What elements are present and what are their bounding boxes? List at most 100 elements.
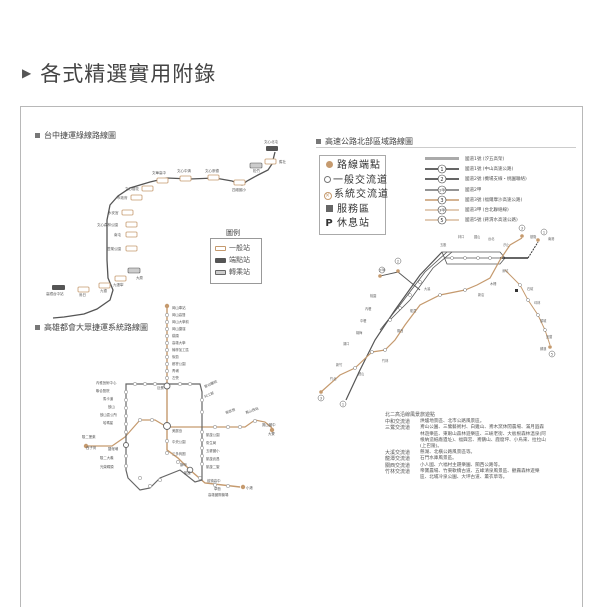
interchange-circle-icon bbox=[324, 175, 331, 183]
route-legend-row: 3 國道3號 (福爾摩沙高速公路) bbox=[425, 195, 527, 205]
legend-general-interchange: 一般交流道 bbox=[324, 174, 387, 189]
svg-text:橋頭: 橋頭 bbox=[172, 333, 179, 338]
svg-text:宜蘭: 宜蘭 bbox=[546, 334, 552, 339]
svg-text:獅甲: 獅甲 bbox=[180, 462, 187, 467]
section-title-taichung: 台中捷運綠線路線圖 bbox=[35, 130, 116, 141]
svg-text:2: 2 bbox=[397, 260, 399, 264]
svg-text:楠梓加工區: 楠梓加工區 bbox=[172, 347, 190, 352]
svg-text:哈瑪星: 哈瑪星 bbox=[103, 420, 114, 425]
svg-text:高雄大學: 高雄大學 bbox=[172, 340, 186, 345]
svg-text:岡山捷運: 岡山捷運 bbox=[172, 326, 186, 331]
svg-text:大慶: 大慶 bbox=[136, 275, 143, 280]
svg-text:新店: 新店 bbox=[478, 292, 484, 297]
svg-text:高雄國際機場: 高雄國際機場 bbox=[208, 492, 229, 497]
svg-text:都會公園: 都會公園 bbox=[172, 361, 186, 366]
svg-text:五股: 五股 bbox=[440, 243, 447, 247]
page-title: 各式精選實用附錄 bbox=[40, 62, 217, 86]
system-interchange-icon: × bbox=[324, 192, 332, 201]
svg-text:中央公園: 中央公園 bbox=[172, 439, 186, 444]
general-station-icon bbox=[215, 245, 226, 251]
svg-text:九德: 九德 bbox=[100, 288, 107, 293]
svg-text:坪林: 坪林 bbox=[534, 300, 541, 305]
svg-text:桃園: 桃園 bbox=[370, 293, 376, 298]
svg-text:南屯: 南屯 bbox=[114, 232, 121, 237]
svg-text:鼓山: 鼓山 bbox=[108, 404, 115, 409]
route-legend-row: 國道1號 (汐五高架) bbox=[425, 154, 527, 164]
svg-text:龍潭: 龍潭 bbox=[410, 308, 417, 313]
svg-text:湖口: 湖口 bbox=[343, 341, 349, 346]
svg-text:光榮碼頭: 光榮碼頭 bbox=[100, 464, 114, 469]
svg-text:五權國小: 五權國小 bbox=[206, 448, 220, 453]
bullet-square-icon bbox=[35, 133, 40, 138]
svg-text:文心北屯: 文心北屯 bbox=[264, 139, 278, 144]
svg-text:美麗島: 美麗島 bbox=[172, 428, 183, 433]
transfer-station-icon bbox=[215, 269, 226, 275]
appendix-frame bbox=[20, 106, 583, 607]
svg-text:5: 5 bbox=[551, 353, 553, 357]
svg-text:1: 1 bbox=[543, 231, 545, 235]
legend-system-interchange: ×系統交流道 bbox=[324, 189, 389, 201]
svg-text:馬卡道: 馬卡道 bbox=[103, 396, 114, 401]
svg-text:凱旋二聖: 凱旋二聖 bbox=[206, 464, 220, 469]
svg-text:蘇澳: 蘇澳 bbox=[540, 346, 547, 351]
svg-text:高鐵台中站: 高鐵台中站 bbox=[46, 291, 64, 296]
svg-text:聖功醫院: 聖功醫院 bbox=[203, 378, 218, 389]
svg-text:岡山高醫: 岡山高醫 bbox=[172, 312, 186, 317]
route-legend-row: 3甲 國道3甲 (台北聯絡線) bbox=[425, 205, 527, 215]
route-legend-row: 2甲 國道2甲 bbox=[425, 185, 527, 195]
svg-text:3: 3 bbox=[440, 198, 443, 204]
taichung-legend-title: 圖例 bbox=[226, 229, 240, 237]
svg-text:豐樂公園: 豐樂公園 bbox=[107, 246, 121, 251]
svg-text:鳳山西站: 鳳山西站 bbox=[245, 405, 260, 415]
svg-text:石碇: 石碇 bbox=[527, 286, 534, 291]
scenic-title: 北二高沿線風景旅遊點 bbox=[385, 412, 436, 418]
page-heading: ▶ 各式精選實用附錄 bbox=[22, 58, 216, 88]
svg-text:駁二大義: 駁二大義 bbox=[100, 455, 114, 460]
svg-text:圓山: 圓山 bbox=[474, 234, 480, 239]
svg-text:科工館: 科工館 bbox=[203, 390, 215, 399]
svg-text:後勁: 後勁 bbox=[172, 354, 179, 359]
svg-text:衛武營: 衛武營 bbox=[225, 407, 237, 415]
svg-text:左營: 左營 bbox=[172, 375, 179, 380]
route-line-legend: 國道1號 (汐五高架) 1 國道1號 (中山高速公路) 2 國道2號 (機場支線… bbox=[425, 154, 527, 225]
svg-text:頭城: 頭城 bbox=[540, 318, 547, 323]
svg-text:凱旋公園: 凱旋公園 bbox=[206, 432, 220, 437]
svg-text:5: 5 bbox=[440, 218, 443, 224]
legend-item-terminal: 端點站 bbox=[215, 254, 257, 266]
svg-text:文心森林公園: 文心森林公園 bbox=[97, 222, 118, 227]
route-3a-icon: 3甲 bbox=[425, 205, 459, 215]
legend-item-transfer: 轉乘站 bbox=[215, 266, 257, 278]
svg-text:南港: 南港 bbox=[548, 236, 555, 241]
route-2a-icon: 2甲 bbox=[425, 185, 459, 194]
svg-text:四維國小: 四維國小 bbox=[232, 187, 246, 192]
svg-text:竹林: 竹林 bbox=[382, 358, 389, 363]
svg-text:草衙: 草衙 bbox=[214, 486, 221, 491]
route-legend-row: 5 國道5號 (蔣渭水高速公路) bbox=[425, 215, 527, 225]
svg-text:內惟藝術中心: 內惟藝術中心 bbox=[96, 380, 117, 385]
svg-text:深坑: 深坑 bbox=[502, 268, 509, 273]
svg-text:關西: 關西 bbox=[397, 328, 403, 333]
svg-text:文心中清: 文心中清 bbox=[177, 168, 191, 173]
legend-route-endpoint: 路線端點 bbox=[324, 159, 381, 174]
svg-text:三多商圈: 三多商圈 bbox=[172, 451, 186, 456]
svg-text:鼓山區公所: 鼓山區公所 bbox=[100, 412, 118, 417]
svg-text:3甲: 3甲 bbox=[439, 209, 445, 213]
rest-stop-p-icon: P bbox=[325, 218, 334, 230]
bullet-square-icon bbox=[316, 139, 321, 144]
svg-text:大溪: 大溪 bbox=[424, 286, 431, 291]
scenic-row: 竹林交流道帝寶農場、竹東軟橋古道、五峰清泉風景區、觀霧森林遊樂區、北埔冷泉公園、… bbox=[385, 468, 540, 481]
svg-text:舊社: 舊社 bbox=[279, 159, 287, 164]
svg-text:青埔: 青埔 bbox=[172, 368, 179, 373]
route-legend-row: 2 國道2號 (機場支線・桃園聯絡) bbox=[425, 174, 527, 184]
endpoint-dot-icon bbox=[326, 161, 333, 168]
taichung-legend: 一般站 端點站 轉乘站 bbox=[210, 238, 262, 284]
svg-text:水安宮: 水安宮 bbox=[108, 210, 119, 215]
route-2-icon: 2 bbox=[425, 175, 459, 184]
svg-text:凱旋武昌: 凱旋武昌 bbox=[206, 456, 220, 461]
svg-text:巨蛋: 巨蛋 bbox=[157, 385, 164, 390]
svg-text:內壢: 內壢 bbox=[365, 306, 372, 311]
svg-text:3: 3 bbox=[320, 397, 322, 401]
terminal-station-icon bbox=[215, 257, 226, 263]
